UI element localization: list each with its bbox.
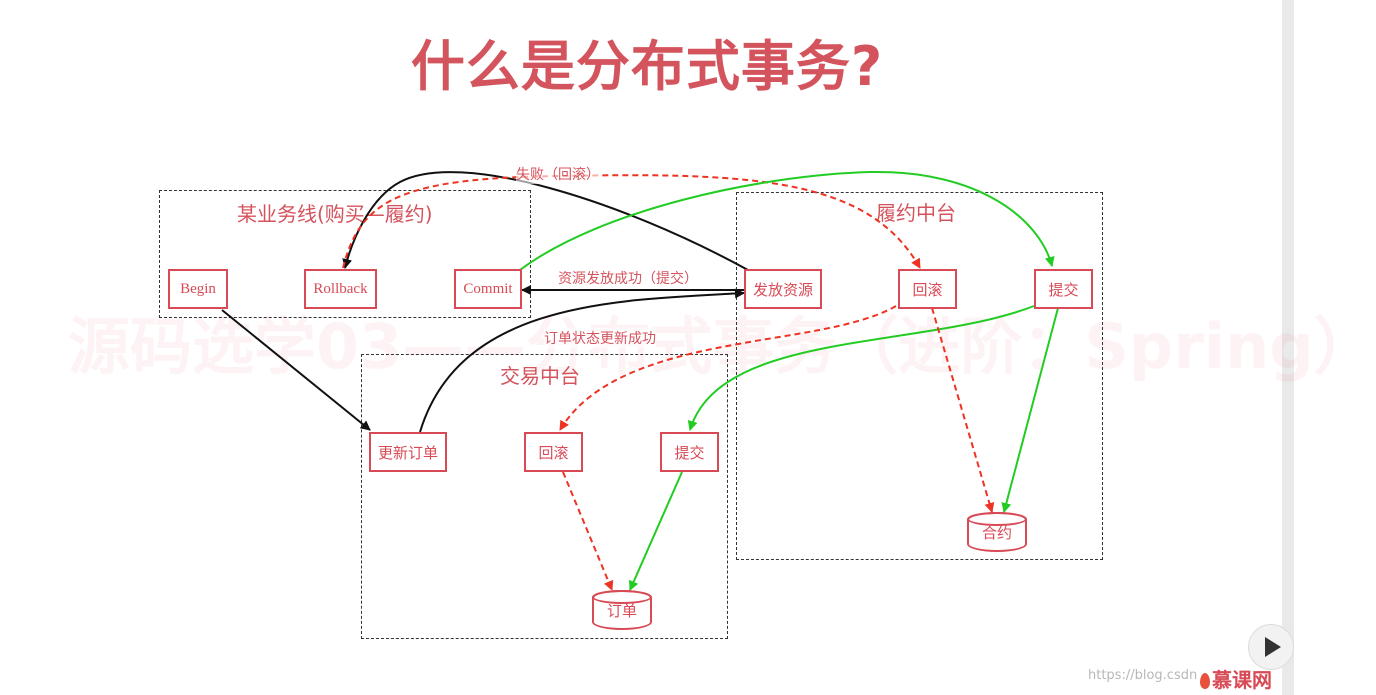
node-trade-commit: 提交	[660, 432, 719, 472]
play-button[interactable]	[1248, 624, 1294, 670]
diagram-edges	[221, 170, 1059, 591]
watermark: 源码选学03——分布式事务（进阶：Spring）	[68, 310, 1376, 383]
edge-fulfill-rollback-to-trade-rollback	[559, 305, 897, 431]
node-trade-rollback: 回滚	[524, 432, 583, 472]
brand-name: 慕课网	[1212, 668, 1272, 692]
edge-fulfill-rollback-to-contract	[931, 307, 995, 513]
node-fulfill-commit: 提交	[1034, 269, 1093, 309]
edge-fulfill-commit-to-contract	[1001, 307, 1059, 513]
edge-commit-to-fulfill-commit	[519, 170, 1055, 271]
edge-label-order-success: 订单状态更新成功	[544, 328, 656, 348]
brand-logo: 慕课网	[1200, 664, 1272, 693]
node-commit: Commit	[454, 269, 522, 309]
node-begin: Begin	[168, 269, 228, 309]
region-fulfillment-label: 履约中台	[876, 201, 956, 225]
flame-icon	[1200, 673, 1210, 689]
window-edge	[1282, 0, 1294, 695]
node-rollback: Rollback	[304, 269, 377, 309]
node-update-order: 更新订单	[369, 432, 447, 472]
edge-trade-commit-to-order	[629, 471, 683, 591]
region-trade	[361, 354, 728, 639]
region-business-label: 某业务线(购买—履约)	[237, 202, 433, 226]
edge-label-fail-rollback: 失败（回滚）	[516, 164, 600, 184]
edge-begin-to-update-order	[221, 309, 371, 431]
node-contract-db: 合约	[967, 512, 1027, 552]
source-url: https://blog.csdn	[1088, 668, 1198, 683]
edge-rollback-to-fulfill-rollback	[342, 174, 921, 269]
region-trade-label: 交易中台	[500, 364, 580, 388]
node-order-db: 订单	[592, 590, 652, 630]
region-business	[159, 190, 531, 318]
edge-update-order-to-issue	[419, 288, 745, 433]
edge-fulfill-commit-to-trade-commit	[687, 305, 1035, 431]
edge-label-resource-success: 资源发放成功（提交）	[558, 268, 698, 288]
page-title: 什么是分布式事务?	[410, 35, 884, 98]
edge-issue-to-rollback	[342, 171, 749, 271]
node-issue-resource: 发放资源	[744, 269, 822, 309]
node-fulfill-rollback: 回滚	[898, 269, 957, 309]
edge-trade-rollback-to-order	[562, 471, 614, 591]
